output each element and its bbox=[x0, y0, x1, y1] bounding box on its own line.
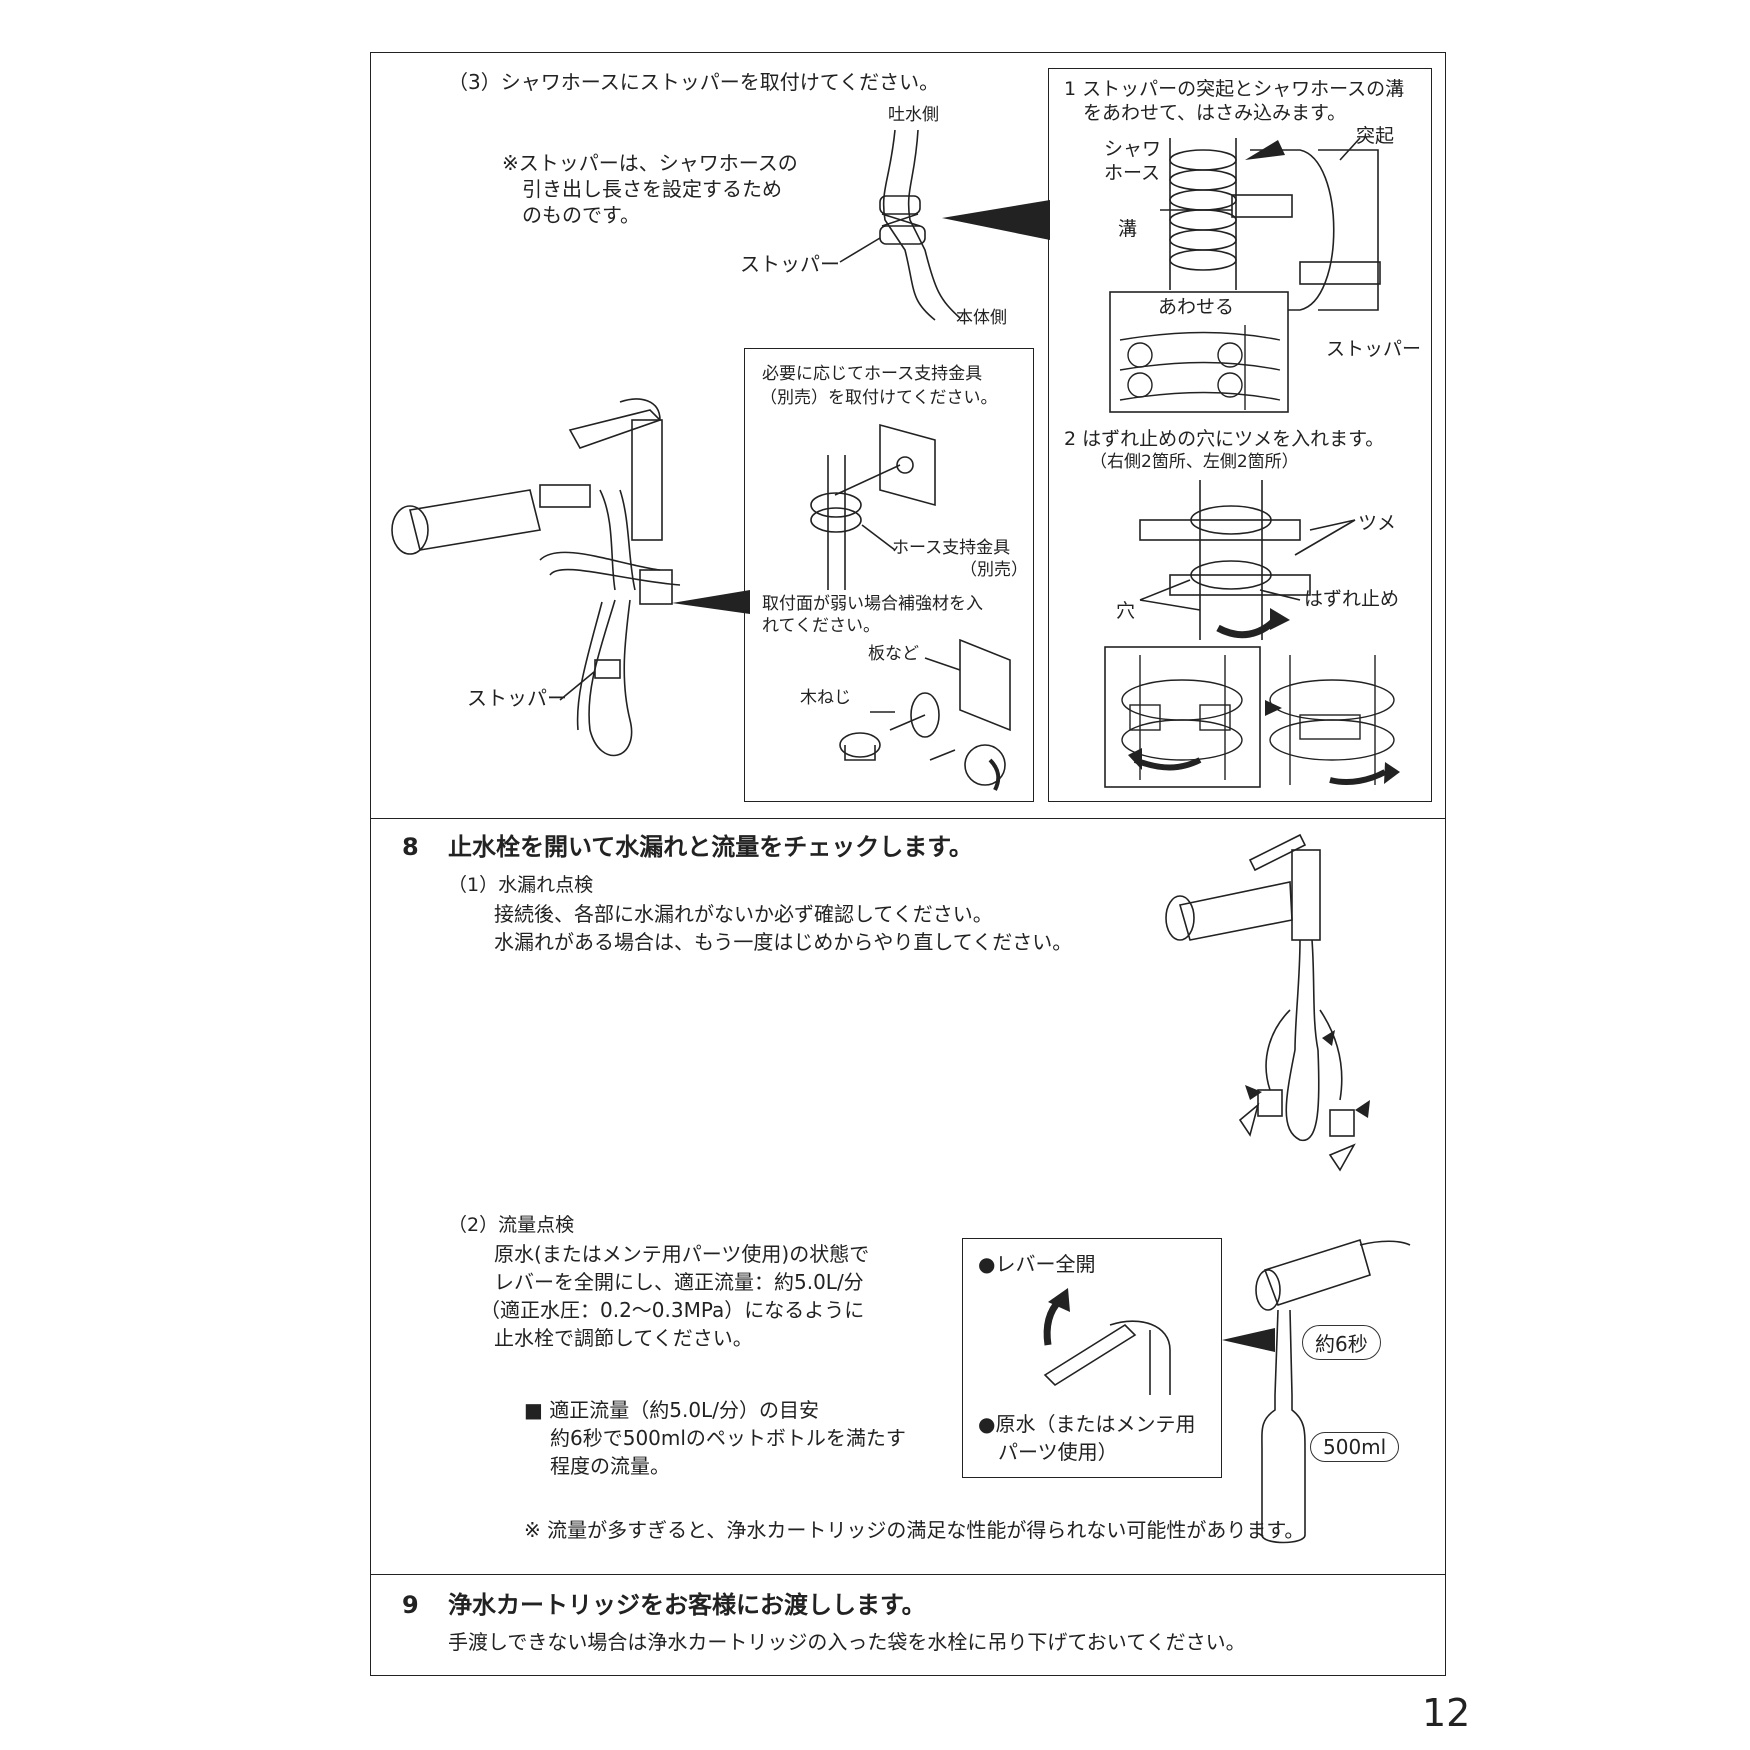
section-divider-9 bbox=[370, 1574, 1446, 1575]
label-groove: 溝 bbox=[1118, 218, 1138, 240]
label-stopper-top: ストッパー bbox=[740, 252, 840, 276]
volume-badge: 500ml bbox=[1310, 1432, 1400, 1462]
label-stopper-faucet: ストッパー bbox=[467, 686, 567, 710]
detail-step2-sub: （右側2箇所、左側2箇所） bbox=[1090, 452, 1299, 472]
lever-open-box bbox=[962, 1238, 1222, 1478]
bracket-sold-separately: （別売） bbox=[960, 560, 1028, 580]
page-number: 12 bbox=[1422, 1691, 1471, 1735]
flow-check-line4: 止水栓で調節してください。 bbox=[494, 1326, 753, 1350]
raw-water-line1: ●原水（またはメンテ用 bbox=[978, 1412, 1196, 1436]
detail-step1: 1 ストッパーの突起とシャワホースの溝 をあわせて、はさみ込みます。 bbox=[1064, 78, 1405, 124]
label-stop: はずれ止め bbox=[1304, 588, 1400, 610]
section8-number: 8 bbox=[402, 833, 419, 861]
label-shower: シャワ bbox=[1104, 138, 1162, 160]
bracket-line2: （別売）を取付けてください。 bbox=[760, 388, 998, 408]
reinforce-line2: れてください。 bbox=[762, 616, 880, 636]
flow-check-title: （2）流量点検 bbox=[448, 1214, 575, 1236]
label-hole: 穴 bbox=[1116, 600, 1136, 622]
flow-warning: ※ 流量が多すぎると、浄水カートリッジの満足な性能が得られない可能性があります。 bbox=[524, 1518, 1305, 1542]
detail-step2: 2 はずれ止めの穴にツメを入れます。 bbox=[1064, 428, 1385, 450]
reinforce-line1: 取付面が弱い場合補強材を入 bbox=[762, 594, 983, 614]
leak-check-title: （1）水漏れ点検 bbox=[448, 874, 594, 896]
leak-check-line1: 接続後、各部に水漏れがないか必ず確認してください。 bbox=[494, 902, 993, 926]
section-divider-8 bbox=[370, 818, 1446, 819]
section9-title: 浄水カートリッジをお客様にお渡しします。 bbox=[448, 1591, 926, 1619]
flow-check-line1: 原水(またはメンテ用パーツ使用)の状態で bbox=[494, 1242, 870, 1266]
label-protrusion: 突起 bbox=[1356, 125, 1395, 147]
flow-guide-title: ■ 適正流量（約5.0L/分）の目安 bbox=[524, 1398, 819, 1422]
label-body-side: 本体側 bbox=[956, 308, 1007, 328]
label-stopper-detail: ストッパー bbox=[1326, 338, 1422, 360]
page-frame bbox=[370, 52, 1446, 1676]
flow-guide-line1: 約6秒で500mlのペットボトルを満たす bbox=[550, 1426, 906, 1450]
label-align: あわせる bbox=[1158, 296, 1235, 318]
flow-check-line3: （適正水圧：0.2～0.3MPa）になるように bbox=[480, 1298, 865, 1322]
step3-title: （3）シャワホースにストッパーを取付けてください。 bbox=[448, 70, 940, 94]
label-screw: 木ねじ bbox=[800, 688, 851, 708]
hose-bracket-box bbox=[744, 348, 1034, 802]
label-claw: ツメ bbox=[1358, 512, 1397, 534]
stopper-note: ※ストッパーは、シャワホースの 引き出し長さを設定するため のものです。 bbox=[502, 151, 798, 227]
seconds-badge: 約6秒 bbox=[1302, 1325, 1381, 1360]
flow-check-line2: レバーを全開にし、適正流量：約5.0L/分 bbox=[494, 1270, 864, 1294]
bracket-line1: 必要に応じてホース支持金具 bbox=[762, 364, 983, 384]
lever-full-open: ●レバー全開 bbox=[978, 1252, 1096, 1276]
label-hose: ホース bbox=[1104, 162, 1161, 184]
bracket-label: ホース支持金具 bbox=[892, 538, 1011, 558]
label-outlet-side: 吐水側 bbox=[888, 105, 939, 125]
leak-check-line2: 水漏れがある場合は、もう一度はじめからやり直してください。 bbox=[494, 930, 1073, 954]
stopper-detail-box bbox=[1048, 68, 1432, 802]
section9-text: 手渡しできない場合は浄水カートリッジの入った袋を水栓に吊り下げておいてください。 bbox=[448, 1630, 1246, 1654]
label-plate: 板など bbox=[868, 644, 919, 664]
section8-title: 止水栓を開いて水漏れと流量をチェックします。 bbox=[448, 833, 973, 861]
section9-number: 9 bbox=[402, 1591, 419, 1619]
raw-water-line2: パーツ使用） bbox=[998, 1440, 1118, 1464]
flow-guide-line2: 程度の流量。 bbox=[550, 1454, 670, 1478]
